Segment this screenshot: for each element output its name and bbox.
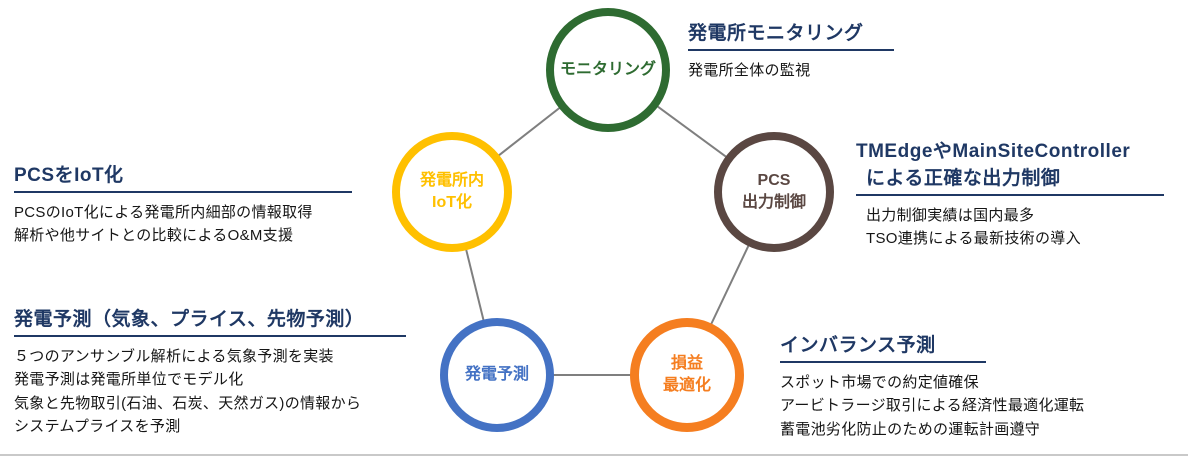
callout-body-line: 解析や他サイトとの比較によるO&M支援	[14, 227, 294, 245]
callout-forecast-body: ５つのアンサンブル解析による気象予測を実装 発電予測は発電所単位でモデル化 気象…	[14, 345, 436, 438]
callout-generation-forecast: 発電予測（気象、プライス、先物予測） ５つのアンサンブル解析による気象予測を実装…	[14, 304, 436, 438]
callout-pcs-title-line2: による正確な出力制御	[866, 168, 1061, 189]
circle-pcs-label-line1: PCS	[757, 172, 791, 190]
callout-body-line: スポット市場での約定値確保	[780, 374, 979, 391]
callout-body-line: システムプライスを予測	[14, 417, 181, 435]
circle-profit-label-line1: 損益	[670, 355, 703, 373]
callout-body-line: アービトラージ取引による経済性最適化運転	[780, 397, 1085, 415]
callout-monitoring-body: 発電所全体の監視	[688, 59, 948, 82]
callout-imbalance-forecast: インバランス予測 スポット市場での約定値確保 アービトラージ取引による経済性最適…	[780, 330, 1184, 441]
callout-iot-title: PCSをIoT化	[14, 160, 352, 193]
circle-plant-iot: 発電所内 IoT化	[392, 132, 512, 252]
callout-body-line: TSO連携による最新技術の導入	[866, 230, 1081, 248]
callout-imbalance-body: スポット市場での約定値確保 アービトラージ取引による経済性最適化運転 蓄電池劣化…	[780, 371, 1184, 441]
callout-monitoring-title: 発電所モニタリング	[688, 18, 894, 51]
callout-imbalance-title: インバランス予測	[780, 330, 986, 363]
callout-forecast-title: 発電予測（気象、プライス、先物予測）	[14, 304, 406, 337]
callout-body-line: ５つのアンサンブル解析による気象予測を実装	[14, 348, 334, 365]
circle-monitoring-label: モニタリング	[559, 61, 656, 79]
circle-pcs-output-control: PCS 出力制御	[714, 132, 834, 252]
callout-pcs-iot: PCSをIoT化 PCSのIoT化による発電所内細部の情報取得 解析や他サイトと…	[14, 160, 374, 248]
callout-pcs-body: 出力制御実績は国内最多 TSO連携による最新技術の導入	[856, 204, 1180, 251]
callout-body-line: 発電所全体の監視	[688, 62, 811, 79]
callout-pcs-title-line1: TMEdgeやMainSiteController	[856, 141, 1131, 162]
callout-body-line: 蓄電池劣化防止のための運転計画遵守	[780, 420, 1041, 438]
callout-iot-body: PCSのIoT化による発電所内細部の情報取得 解析や他サイトとの比較によるO&M…	[14, 201, 374, 248]
bottom-divider	[0, 454, 1188, 456]
circle-forecast-label: 発電予測	[464, 366, 529, 384]
circle-pcs-label-line2: 出力制御	[741, 194, 806, 211]
callout-body-line: 出力制御実績は国内最多	[866, 207, 1035, 224]
circle-profit-label-line2: 最適化	[662, 377, 711, 394]
callout-pcs-output-control: TMEdgeやMainSiteController による正確な出力制御 出力制…	[856, 136, 1180, 251]
circle-iot-label-line2: IoT化	[432, 194, 472, 211]
callout-body-line: 気象と先物取引(石油、石炭、天然ガス)の情報から	[14, 394, 362, 412]
circle-generation-forecast: 発電予測	[440, 318, 554, 432]
callout-body-line: PCSのIoT化による発電所内細部の情報取得	[14, 204, 313, 221]
callout-pcs-title: TMEdgeやMainSiteController による正確な出力制御	[856, 136, 1164, 196]
circle-profit-optimization: 損益 最適化	[630, 318, 744, 432]
callout-body-line: 発電予測は発電所単位でモデル化	[14, 371, 244, 389]
callout-monitoring: 発電所モニタリング 発電所全体の監視	[688, 18, 948, 82]
circle-monitoring: モニタリング	[546, 8, 670, 132]
circle-iot-label-line1: 発電所内	[419, 172, 484, 190]
